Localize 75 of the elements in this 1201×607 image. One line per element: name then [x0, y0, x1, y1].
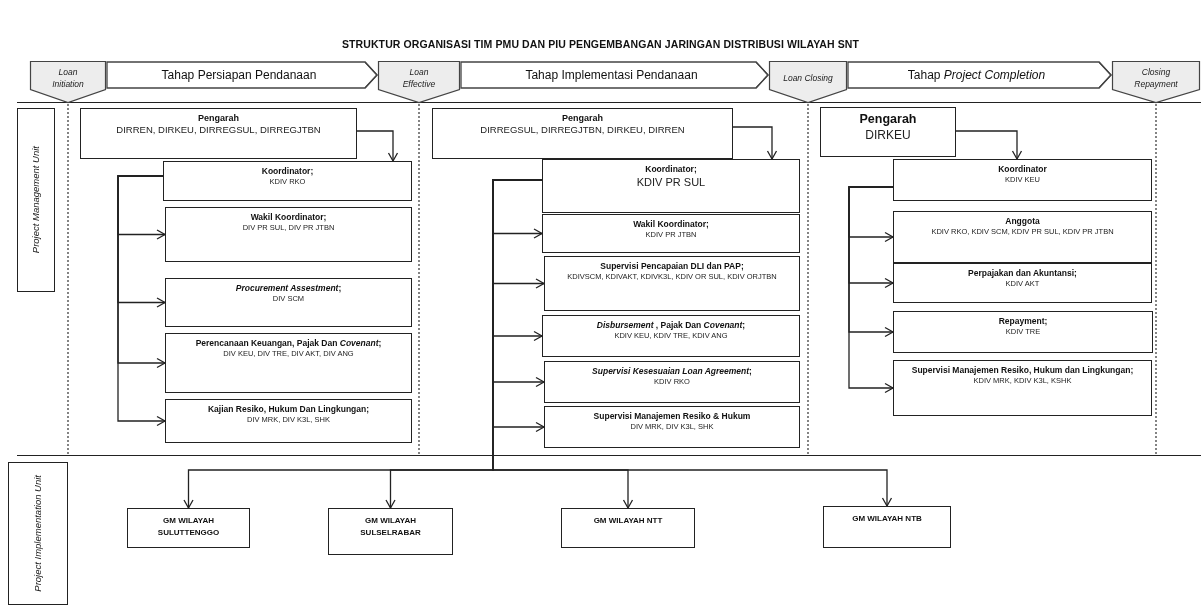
phase-chevron-arrow	[460, 61, 769, 89]
role-box	[165, 278, 412, 327]
edge-label: Tahap Project Completion	[907, 68, 1046, 82]
role-title: Supervisi Manajemen Resiko & Hukum	[593, 411, 751, 422]
role-title: Koordinator;	[645, 164, 697, 175]
region-name: GM WILAYAH NTT	[593, 515, 663, 527]
role-title: Pengarah	[198, 113, 239, 125]
region-box	[561, 508, 695, 548]
role-title: Wakil Koordinator;	[633, 219, 709, 230]
role-title: Kajian Resiko, Hukum Dan Lingkungan;	[207, 404, 370, 415]
role-title: Disbursement , Pajak Dan Covenant;	[596, 320, 746, 331]
role-box	[542, 315, 800, 357]
edge-label: Tahap Persiapan Pendanaan	[161, 68, 317, 82]
unit-list: KDIV PR SUL	[636, 174, 706, 189]
role-box	[432, 108, 733, 159]
unit-label: Project Management Unit	[29, 146, 42, 254]
region-name: GM WILAYAH NTB	[852, 513, 922, 525]
milestone-label: Loan Closing	[783, 71, 833, 85]
role-title: Koordinator	[998, 164, 1047, 175]
role-box	[80, 108, 357, 159]
connector-arrow	[117, 175, 166, 427]
role-box	[893, 159, 1152, 201]
unit-label-box	[17, 108, 55, 292]
role-box	[165, 333, 412, 393]
role-box	[820, 107, 956, 157]
unit-list: DIRREN, DIRKEU, DIRREGSUL, DIRREGJTBN	[116, 124, 321, 137]
role-box	[165, 399, 412, 443]
role-title: Procurement Assestment;	[235, 283, 342, 294]
phase-chevron-arrow	[847, 61, 1112, 89]
diagram-title: STRUKTUR ORGANISASI TIM PMU DAN PIU PENGEMBANGAN JARINGAN DISTRIBUSI WILAYAH SNT	[341, 38, 860, 50]
role-title: Perencanaan Keuangan, Pajak Dan Covenant;	[195, 338, 382, 349]
phase-chevron-arrow	[106, 61, 378, 89]
unit-label-box	[8, 462, 68, 605]
role-box	[893, 211, 1152, 263]
role-box	[542, 159, 800, 213]
connector-arrow	[848, 186, 894, 394]
region-box	[328, 508, 453, 555]
milestone-pentagon	[30, 61, 106, 103]
connector-arrow	[955, 130, 1023, 160]
milestone-label: Loan Initiation	[51, 65, 85, 91]
role-box	[544, 406, 800, 448]
milestone-pentagon	[769, 61, 847, 103]
milestone-pentagon	[1112, 61, 1200, 103]
role-title: Supervisi Kesesuaian Loan Agreement;	[592, 366, 752, 377]
region-name: GM WILAYAH SULUTTENGGO	[156, 515, 221, 539]
role-box	[893, 263, 1152, 303]
role-title: Koordinator;	[261, 166, 314, 177]
connector-arrow	[732, 126, 778, 160]
milestone-label: Closing Repayment	[1133, 65, 1179, 91]
milestone-pentagon	[378, 61, 460, 103]
milestone-label: Loan Effective	[401, 65, 437, 91]
role-title: Pengarah	[562, 113, 603, 125]
role-box	[893, 360, 1152, 416]
role-title: Wakil Koordinator;	[250, 212, 327, 223]
connector-arrow	[356, 130, 399, 162]
unit-label: Project Implementation Unit	[31, 475, 44, 592]
role-title: Supervisi Pencapaian DLI dan PAP;	[600, 261, 744, 272]
connector-arrow	[492, 179, 893, 507]
role-box	[544, 361, 800, 403]
role-box	[544, 256, 800, 311]
role-box	[893, 311, 1153, 353]
unit-list: DIRKEU	[865, 127, 911, 144]
role-title: Anggota	[1005, 216, 1040, 227]
role-box	[165, 207, 412, 262]
role-title: Perpajakan dan Akuntansi;	[968, 268, 1077, 279]
role-box	[542, 214, 800, 253]
region-name: GM WILAYAH SULSELRABAR	[359, 515, 422, 539]
role-box	[163, 161, 412, 201]
edge-label: Tahap Implementasi Pendanaan	[525, 68, 698, 82]
role-title: Repayment;	[998, 316, 1048, 327]
role-title: Supervisi Manajemen Resiko, Hukum dan Lingkungan;	[911, 365, 1134, 376]
region-box	[823, 506, 951, 548]
role-title: Pengarah	[859, 112, 917, 128]
region-box	[127, 508, 250, 548]
unit-list: DIRREGSUL, DIRREGJTBN, DIRKEU, DIRREN	[480, 124, 685, 137]
